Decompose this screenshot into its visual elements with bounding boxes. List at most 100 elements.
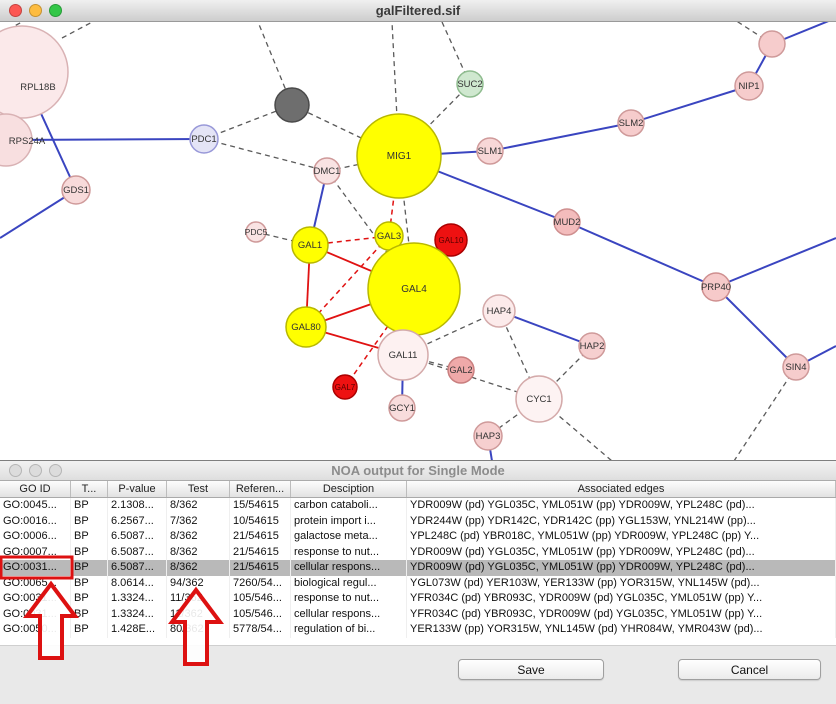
traffic-lights-inactive xyxy=(9,464,62,477)
cancel-button[interactable]: Cancel xyxy=(678,659,821,680)
network-node-top-right-node[interactable] xyxy=(758,30,786,58)
network-node-HAP3[interactable] xyxy=(473,421,503,451)
cell: 105/546... xyxy=(230,591,291,607)
minimize-button-icon[interactable] xyxy=(29,4,42,17)
column-header-desciption[interactable]: Desciption xyxy=(291,481,407,497)
node-label-PRP40: PRP40 xyxy=(701,282,731,293)
save-button[interactable]: Save xyxy=(458,659,604,680)
column-header-test[interactable]: Test xyxy=(167,481,230,497)
network-node-RPL18B[interactable] xyxy=(0,25,69,119)
zoom-button-icon[interactable] xyxy=(49,464,62,477)
network-edge-dash[interactable] xyxy=(203,104,293,140)
network-edge-blue[interactable] xyxy=(489,122,632,152)
network-node-SUC2[interactable] xyxy=(456,70,484,98)
network-node-HAP4[interactable] xyxy=(482,294,516,328)
minimize-button-icon[interactable] xyxy=(29,464,42,477)
network-edge-blue[interactable] xyxy=(0,189,77,239)
network-edge-blue[interactable] xyxy=(5,138,205,141)
traffic-lights xyxy=(9,4,62,17)
network-edge-blue[interactable] xyxy=(630,85,750,124)
close-button-icon[interactable] xyxy=(9,4,22,17)
network-edge-dash[interactable] xyxy=(733,366,797,460)
network-node-MUD2[interactable] xyxy=(553,208,581,236)
node-label-SIN4: SIN4 xyxy=(785,362,806,373)
network-node-SLM1[interactable] xyxy=(476,137,504,165)
network-node-GAL10[interactable] xyxy=(434,223,468,257)
cell: BP xyxy=(71,606,108,622)
network-node-GAL11[interactable] xyxy=(377,329,429,381)
network-edge-dash[interactable] xyxy=(402,354,540,400)
network-node-MIG1[interactable] xyxy=(356,113,442,199)
cell: 5778/54... xyxy=(230,622,291,638)
network-node-PDC5[interactable] xyxy=(245,221,267,243)
network-node-DMC1[interactable] xyxy=(313,157,341,185)
cell: 21/54615 xyxy=(230,560,291,576)
column-header-go-id[interactable]: GO ID xyxy=(0,481,71,497)
cell: YDR009W (pd) YGL035C, YML051W (pp) YDR00… xyxy=(407,560,836,576)
network-node-PRP40[interactable] xyxy=(701,272,731,302)
cell: 8/362 xyxy=(167,544,230,560)
cell: 1.428E... xyxy=(108,622,167,638)
network-edge-dash[interactable] xyxy=(398,83,471,157)
network-edge-dash[interactable] xyxy=(257,22,293,106)
network-node-HAP2[interactable] xyxy=(578,332,606,360)
network-node-GDS1[interactable] xyxy=(61,175,91,205)
network-node-GAL2[interactable] xyxy=(447,356,475,384)
network-edge-dash[interactable] xyxy=(61,22,130,39)
cell: GO:0016... xyxy=(0,513,71,529)
network-edge-dash[interactable] xyxy=(203,138,328,172)
noa-window-titlebar[interactable]: NOA output for Single Mode xyxy=(0,461,836,481)
network-node-NIP1[interactable] xyxy=(734,71,764,101)
network-node-GCY1[interactable] xyxy=(388,394,416,422)
cell: YPL248C (pd) YBR018C, YML051W (pp) YDR00… xyxy=(407,529,836,545)
network-edge-blue[interactable] xyxy=(566,221,717,288)
column-header-t[interactable]: T... xyxy=(71,481,108,497)
cell: 21/54615 xyxy=(230,544,291,560)
network-node-PDC1[interactable] xyxy=(189,124,219,154)
cell: GO:0050... xyxy=(0,622,71,638)
network-node-SIN4[interactable] xyxy=(782,353,810,381)
network-node-RPS24A[interactable] xyxy=(0,113,33,167)
network-edge-blue[interactable] xyxy=(715,237,836,288)
cell: 1.3324... xyxy=(108,606,167,622)
network-canvas[interactable]: RPL18BRPS24AGDS1PDC1DMC1MIG1SUC2SLM1SLM2… xyxy=(0,22,836,460)
zoom-button-icon[interactable] xyxy=(49,4,62,17)
close-button-icon[interactable] xyxy=(9,464,22,477)
network-node-SLM2[interactable] xyxy=(617,109,645,137)
cell: 10/54615 xyxy=(230,513,291,529)
cell: BP xyxy=(71,544,108,560)
node-label-SLM1: SLM1 xyxy=(478,146,503,157)
network-edge-dash[interactable] xyxy=(291,104,400,157)
network-node-GAL80[interactable] xyxy=(285,306,327,348)
cell: YDR009W (pd) YGL035C, YML051W (pp) YDR00… xyxy=(407,544,836,560)
column-header-p-value[interactable]: P-value xyxy=(108,481,167,497)
node-label-GAL1: GAL1 xyxy=(298,240,322,251)
network-node-GAL1[interactable] xyxy=(291,226,329,264)
node-label-GDS1: GDS1 xyxy=(63,185,89,196)
network-edge-blue[interactable] xyxy=(715,286,797,368)
node-label-SLM2: SLM2 xyxy=(619,118,644,129)
network-node-CYC1[interactable] xyxy=(515,375,563,423)
network-edge-dash[interactable] xyxy=(326,170,415,290)
cell: 6.5087... xyxy=(108,560,167,576)
cell: BP xyxy=(71,591,108,607)
network-edge-dash[interactable] xyxy=(538,398,612,460)
cell: response to nut... xyxy=(291,544,407,560)
network-node-gray-node[interactable] xyxy=(274,87,310,123)
network-window-titlebar[interactable]: galFiltered.sif xyxy=(0,0,836,22)
network-node-GAL7[interactable] xyxy=(332,374,358,400)
cell: YFR034C (pd) YBR093C, YDR009W (pd) YGL03… xyxy=(407,591,836,607)
column-header-associated-edges[interactable]: Associated edges xyxy=(407,481,836,497)
network-edge-dash[interactable] xyxy=(498,310,540,400)
column-header-referen[interactable]: Referen... xyxy=(230,481,291,497)
